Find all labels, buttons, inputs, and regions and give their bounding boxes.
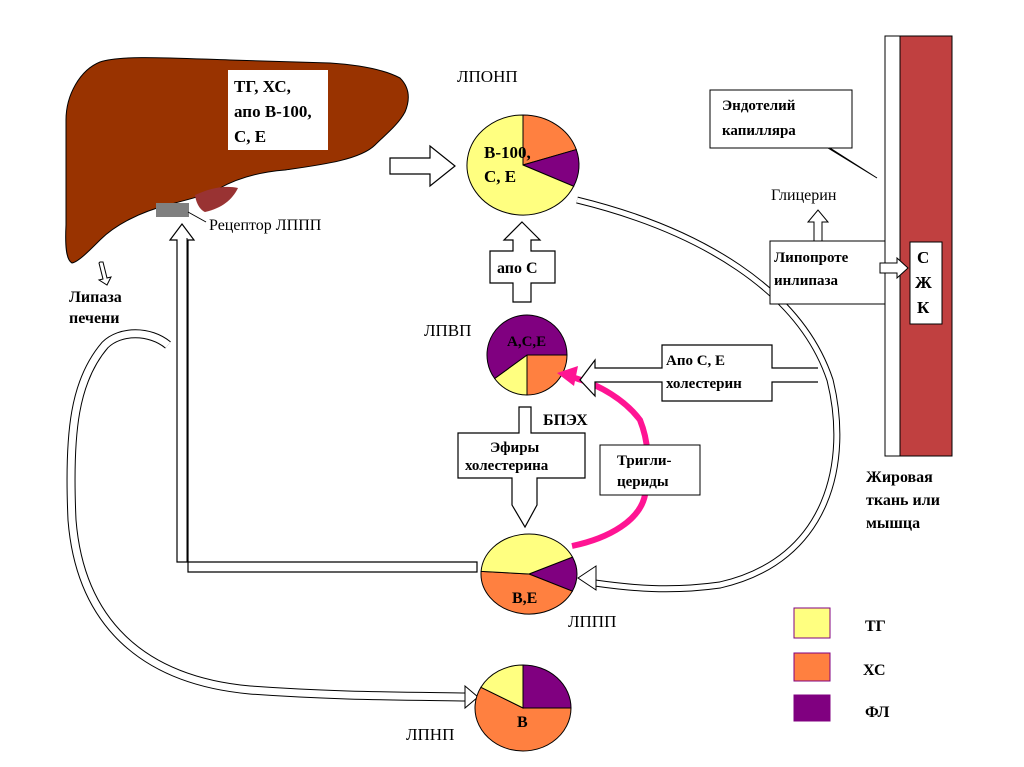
vldl-to-idl-loop-inner [576, 197, 840, 592]
ffa-letter-2: Ж [915, 273, 932, 292]
legend-swatch-hs [793, 652, 831, 682]
receptor-label: Рецептор ЛППП [209, 217, 322, 234]
lipase-arrow [97, 261, 112, 286]
ffa-letter-3: К [917, 298, 930, 317]
ldl-inner: В [517, 714, 528, 731]
capillary-endothelium [884, 35, 901, 457]
tissue-label-line-2: ткань или [866, 492, 940, 509]
lipase-label-line-2: печени [69, 310, 119, 327]
liver: ТГ, ХС, апо В-100, С, Е Рецептор ЛППП Ли… [65, 57, 409, 327]
ffa-arrow [879, 256, 909, 280]
ldl-label: ЛПНП [406, 725, 454, 744]
receptor-pointer [187, 211, 207, 223]
legend-label-fl: ФЛ [865, 704, 890, 721]
apoce-line-2: холестерин [666, 376, 742, 392]
legend-swatch-fl [793, 694, 831, 722]
liver-to-vldl-arrow [389, 144, 456, 188]
idl-pie [480, 533, 578, 615]
vldl-slice-tg [466, 114, 575, 216]
endothelium-callout [709, 89, 878, 179]
apoce-cholesterol-arrow [579, 344, 818, 402]
legend-label-tg: ТГ [865, 618, 886, 635]
legend: ТГ ХС ФЛ [793, 607, 890, 722]
ffa-box [909, 241, 943, 325]
legend-swatch-tg [793, 607, 831, 639]
idl-inner: В,Е [512, 590, 537, 607]
tissue-label-line-1: Жировая [866, 469, 933, 486]
lpl-line-2: инлипаза [774, 273, 839, 289]
vldl-slice-hs [522, 114, 577, 166]
liver-content-line-3: С, Е [234, 127, 266, 146]
vldl-pie [466, 114, 580, 216]
ffa-letter-1: С [917, 248, 929, 267]
idl-label: ЛППП [568, 612, 616, 631]
idl-slice-tg [480, 533, 574, 575]
hdl-pie [486, 314, 568, 396]
triglycerides-line-2: цериды [617, 474, 669, 490]
hdl-label: ЛПВП [424, 321, 471, 340]
apoc-label: апо С [497, 260, 538, 277]
idl-to-liver-arrow [168, 223, 478, 573]
legend-label-hs: ХС [863, 662, 886, 679]
vldl-inner-line-2: С, Е [484, 167, 516, 186]
lipoprotein-lipase-box [769, 240, 886, 305]
ldl-slice-fl [522, 664, 572, 709]
esters-line-1: Эфиры [490, 440, 540, 456]
apoc-double-arrow [489, 221, 556, 303]
bpeh-label: БПЭХ [543, 412, 588, 429]
triglyceride-arrowhead [557, 366, 578, 386]
glycerol-arrow [806, 209, 830, 241]
idl-to-liver-inner-line [186, 238, 477, 563]
liver-to-ldl-loop-inner [67, 330, 469, 701]
endothelium-line-2: капилляра [722, 123, 796, 139]
hdl-slice-hs [526, 354, 568, 396]
triglycerides-box [599, 444, 701, 496]
vldl-inner-line-1: В-100, [484, 143, 531, 162]
cholesterol-esters-arrow [457, 406, 586, 529]
liver-content-box [228, 70, 328, 150]
lpl-line-1: Липопроте [774, 250, 849, 266]
glycerol-label: Глицерин [771, 187, 837, 204]
liver-content-line-2: апо В-100, [234, 102, 312, 121]
apoce-line-1: Апо С, Е [666, 353, 725, 369]
vldl-label: ЛПОНП [457, 67, 518, 86]
ldl-pie [474, 664, 572, 752]
endothelium-line-1: Эндотелий [722, 98, 796, 114]
ldl-slice-hs [474, 686, 572, 752]
liver-gallbladder-shade [195, 186, 238, 212]
idl-slice-hs [480, 570, 574, 615]
vldl-to-idl-arrowhead [577, 565, 597, 591]
triglycerides-line-1: Тригли- [617, 453, 672, 469]
esters-line-2: холестерина [465, 458, 549, 474]
lipase-label-line-1: Липаза [69, 289, 122, 306]
ldl-slice-tg [480, 664, 524, 709]
hdl-inner: А,С,Е [507, 334, 546, 350]
hdl-slice-fl [486, 314, 568, 380]
liver-to-ldl-arrowhead [464, 684, 479, 710]
liver-receptor [156, 203, 189, 217]
liver-content-line-1: ТГ, ХС, [234, 77, 291, 96]
tissue-label-line-3: мышца [866, 515, 920, 532]
